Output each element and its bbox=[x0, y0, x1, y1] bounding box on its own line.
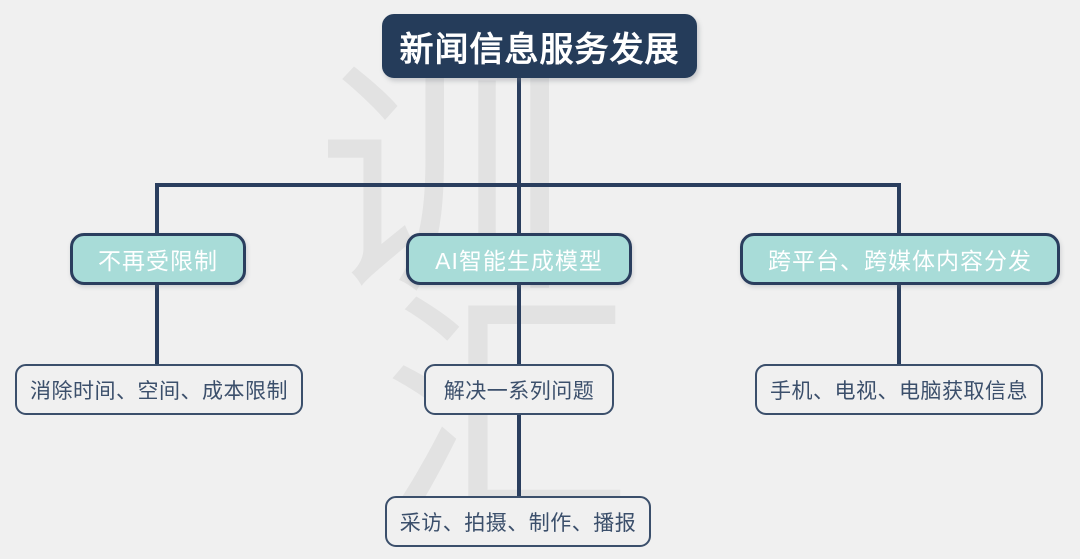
leaf-node-3-1[interactable]: 手机、电视、电脑获取信息 bbox=[755, 364, 1043, 415]
branch-node-1-label: 不再受限制 bbox=[98, 248, 218, 274]
root-node-label: 新闻信息服务发展 bbox=[399, 30, 680, 69]
leaf-node-2-2-label: 采访、拍摄、制作、播报 bbox=[399, 511, 637, 535]
leaf-node-1-1-label: 消除时间、空间、成本限制 bbox=[30, 379, 288, 403]
branch-node-3-label: 跨平台、跨媒体内容分发 bbox=[768, 248, 1032, 274]
leaf-node-3-1-label: 手机、电视、电脑获取信息 bbox=[770, 379, 1028, 403]
branch-node-1[interactable]: 不再受限制 bbox=[70, 233, 246, 285]
branch-node-3[interactable]: 跨平台、跨媒体内容分发 bbox=[740, 233, 1060, 285]
branch-node-2-label: AI智能生成模型 bbox=[435, 248, 603, 274]
leaf-node-2-1[interactable]: 解决一系列问题 bbox=[424, 364, 614, 415]
leaf-node-1-1[interactable]: 消除时间、空间、成本限制 bbox=[15, 364, 303, 415]
branch-node-2[interactable]: AI智能生成模型 bbox=[406, 233, 632, 285]
leaf-node-2-1-label: 解决一系列问题 bbox=[443, 379, 595, 403]
root-node[interactable]: 新闻信息服务发展 bbox=[382, 14, 697, 78]
leaf-node-2-2[interactable]: 采访、拍摄、制作、播报 bbox=[385, 496, 651, 547]
